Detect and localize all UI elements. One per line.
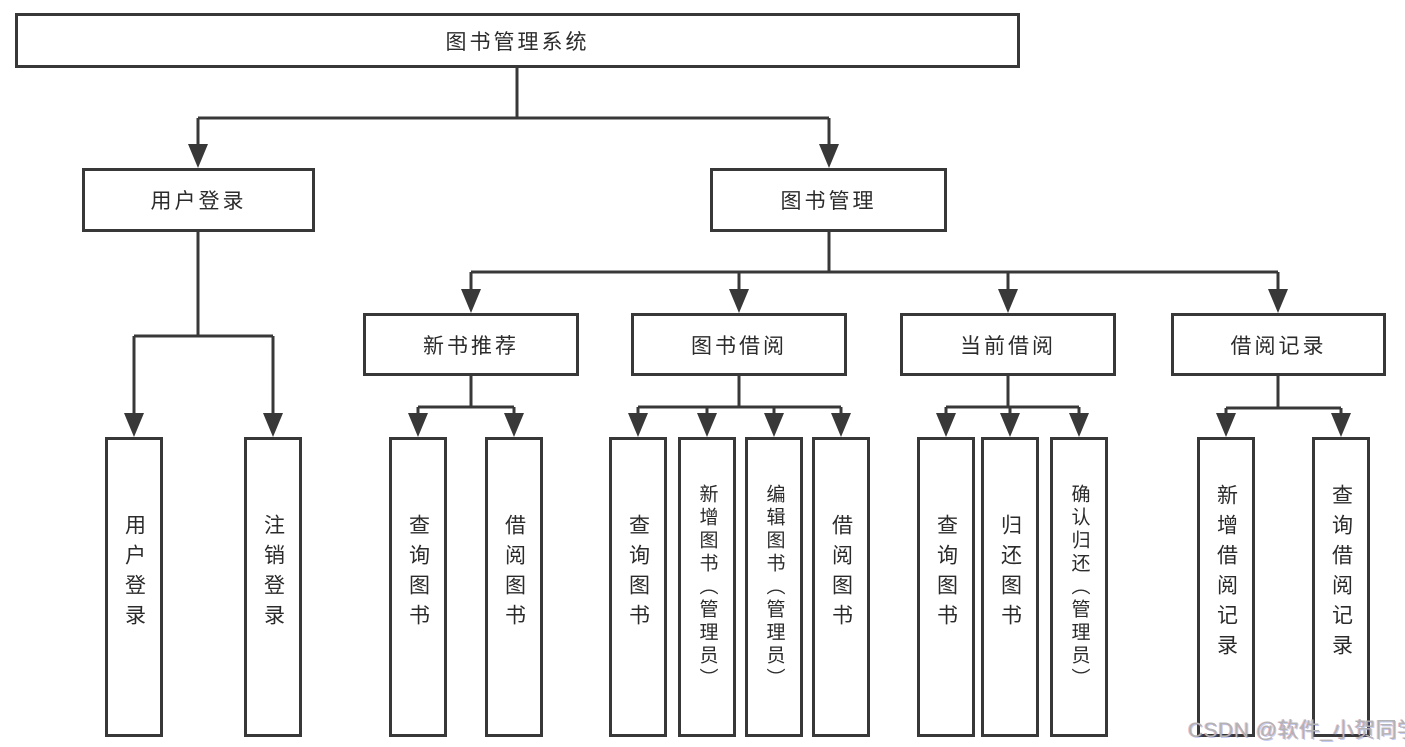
node-current-borrowing: 当前借阅 xyxy=(900,313,1116,376)
leaf-add-books-admin: 新增图书（管理员） xyxy=(678,437,736,737)
leaf-user-login-label: 用户登录 xyxy=(122,514,146,634)
leaf-query-books-borrow: 查询图书 xyxy=(609,437,667,737)
leaf-borrow-books-recommend: 借阅图书 xyxy=(485,437,543,737)
leaf-borrow-books: 借阅图书 xyxy=(812,437,870,737)
node-book-borrowing: 图书借阅 xyxy=(631,313,847,376)
leaf-borrow-books-label: 借阅图书 xyxy=(829,514,853,634)
node-user-login: 用户登录 xyxy=(82,168,315,232)
leaf-user-login: 用户登录 xyxy=(105,437,163,737)
leaf-return-books: 归还图书 xyxy=(981,437,1039,737)
leaf-add-borrow-record: 新增借阅记录 xyxy=(1197,437,1255,737)
leaf-borrow-books-recommend-label: 借阅图书 xyxy=(502,514,526,634)
node-borrowing-records: 借阅记录 xyxy=(1171,313,1386,376)
leaf-confirm-return-admin-label: 确认归还（管理员） xyxy=(1068,483,1090,691)
leaf-query-books-current-label: 查询图书 xyxy=(934,514,958,634)
csdn-watermark: CSDN @软件_小贺同学 xyxy=(1188,719,1405,742)
leaf-logout: 注销登录 xyxy=(244,437,302,737)
leaf-query-borrow-record: 查询借阅记录 xyxy=(1312,437,1370,737)
leaf-edit-books-admin-label: 编辑图书（管理员） xyxy=(763,483,785,691)
node-book-management: 图书管理 xyxy=(710,168,947,232)
node-library-system: 图书管理系统 xyxy=(15,13,1020,68)
arrowheads xyxy=(124,144,1351,437)
leaf-confirm-return-admin: 确认归还（管理员） xyxy=(1050,437,1108,737)
leaf-query-borrow-record-label: 查询借阅记录 xyxy=(1329,484,1353,664)
leaf-query-books-current: 查询图书 xyxy=(917,437,975,737)
leaf-add-books-admin-label: 新增图书（管理员） xyxy=(696,483,718,691)
leaf-edit-books-admin: 编辑图书（管理员） xyxy=(745,437,803,737)
leaf-add-borrow-record-label: 新增借阅记录 xyxy=(1214,484,1238,664)
leaf-logout-label: 注销登录 xyxy=(261,514,285,634)
node-new-book-recommend: 新书推荐 xyxy=(363,313,579,376)
leaf-query-books-recommend-label: 查询图书 xyxy=(406,514,430,634)
leaf-query-books-recommend: 查询图书 xyxy=(389,437,447,737)
leaf-query-books-borrow-label: 查询图书 xyxy=(626,514,650,634)
leaf-return-books-label: 归还图书 xyxy=(998,514,1022,634)
